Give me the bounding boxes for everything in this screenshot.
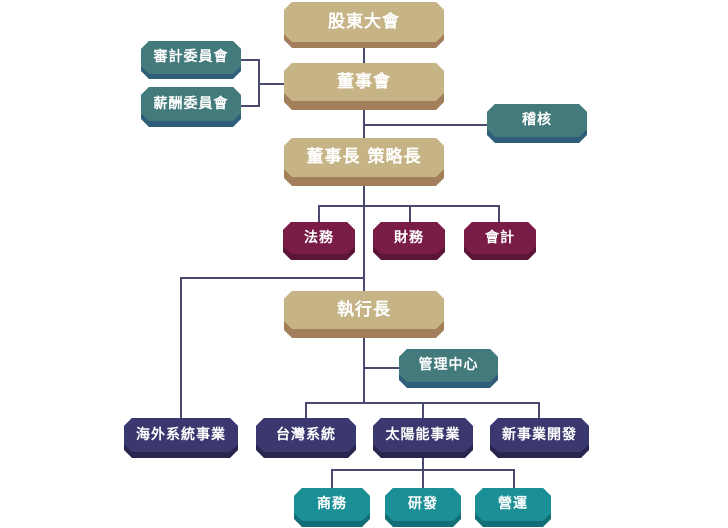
node-face xyxy=(385,488,461,521)
node-face xyxy=(283,222,355,254)
node-label: 管理中心 xyxy=(418,357,479,373)
connector-solar xyxy=(422,402,424,419)
node-face xyxy=(373,222,445,254)
node-face xyxy=(464,222,536,254)
connector-taiwan xyxy=(305,402,307,419)
node-label: 董事長 策略長 xyxy=(306,147,422,167)
node-label: 台灣系統 xyxy=(276,427,336,443)
node-label: 營運 xyxy=(498,496,528,512)
node-label: 研發 xyxy=(408,496,438,512)
node-face xyxy=(284,291,444,329)
node-face xyxy=(487,104,587,137)
node-rnd: 研發 xyxy=(385,488,461,527)
node-shareholders-meeting: 股東大會 xyxy=(284,2,444,48)
connector-sales xyxy=(331,469,333,489)
node-new-business-dev: 新事業開發 xyxy=(490,418,589,458)
connector-newbiz xyxy=(538,402,540,419)
node-label: 海外系統事業 xyxy=(136,427,226,443)
node-solar-business: 太陽能事業 xyxy=(373,418,473,458)
node-label: 商務 xyxy=(317,496,347,512)
node-accounting: 會計 xyxy=(464,222,536,260)
connector-solar-trunk xyxy=(422,456,424,470)
connector-management-center xyxy=(364,367,400,369)
node-face xyxy=(124,418,238,452)
connector-legal xyxy=(318,205,320,223)
node-operations: 營運 xyxy=(475,488,551,527)
node-label: 新事業開發 xyxy=(502,427,577,443)
connector-rnd xyxy=(422,469,424,489)
node-face xyxy=(294,488,370,521)
connector-board-trunk xyxy=(363,109,365,143)
node-face xyxy=(475,488,551,521)
node-label: 會計 xyxy=(485,230,515,246)
node-remuneration-committee: 薪酬委員會 xyxy=(141,87,241,127)
node-label: 稽核 xyxy=(522,112,552,128)
node-legal: 法務 xyxy=(283,222,355,260)
node-label: 財務 xyxy=(394,230,424,246)
node-label: 執行長 xyxy=(337,300,391,320)
node-face xyxy=(141,87,241,121)
connector-committee-bottom xyxy=(240,105,260,107)
connector-chairman-trunk xyxy=(363,184,365,294)
node-board: 董事會 xyxy=(284,63,444,110)
node-face xyxy=(284,138,444,177)
connector-shareholders-board xyxy=(363,46,365,64)
node-face xyxy=(373,418,473,452)
node-label: 薪酬委員會 xyxy=(153,96,229,112)
node-finance: 財務 xyxy=(373,222,445,260)
connector-overseas-vertical xyxy=(180,277,182,419)
node-face xyxy=(141,41,241,74)
node-audit-committee: 審計委員會 xyxy=(141,41,241,79)
node-ceo: 執行長 xyxy=(284,291,444,338)
node-management-center: 管理中心 xyxy=(399,349,498,388)
node-overseas-systems: 海外系統事業 xyxy=(124,418,238,458)
connector-overseas-horizontal xyxy=(180,277,365,279)
connector-committee-top xyxy=(240,59,260,61)
connector-accounting xyxy=(498,205,500,223)
node-face xyxy=(399,349,498,382)
node-face xyxy=(490,418,589,452)
connector-board-audit-branch xyxy=(364,124,488,126)
node-chairman-cso: 董事長 策略長 xyxy=(284,138,444,186)
node-label: 法務 xyxy=(304,230,334,246)
connector-ceo-trunk xyxy=(363,336,365,404)
node-internal-audit: 稽核 xyxy=(487,104,587,143)
connector-finance xyxy=(409,205,411,223)
node-sales: 商務 xyxy=(294,488,370,527)
node-taiwan-systems: 台灣系統 xyxy=(256,418,356,458)
connector-operations xyxy=(513,469,515,489)
node-label: 審計委員會 xyxy=(153,49,229,65)
node-label: 太陽能事業 xyxy=(385,427,461,443)
connector-committee-board xyxy=(258,83,285,85)
node-face xyxy=(284,63,444,101)
node-face xyxy=(256,418,356,452)
node-label: 董事會 xyxy=(337,72,391,92)
node-label: 股東大會 xyxy=(328,12,400,32)
node-face xyxy=(284,2,444,42)
